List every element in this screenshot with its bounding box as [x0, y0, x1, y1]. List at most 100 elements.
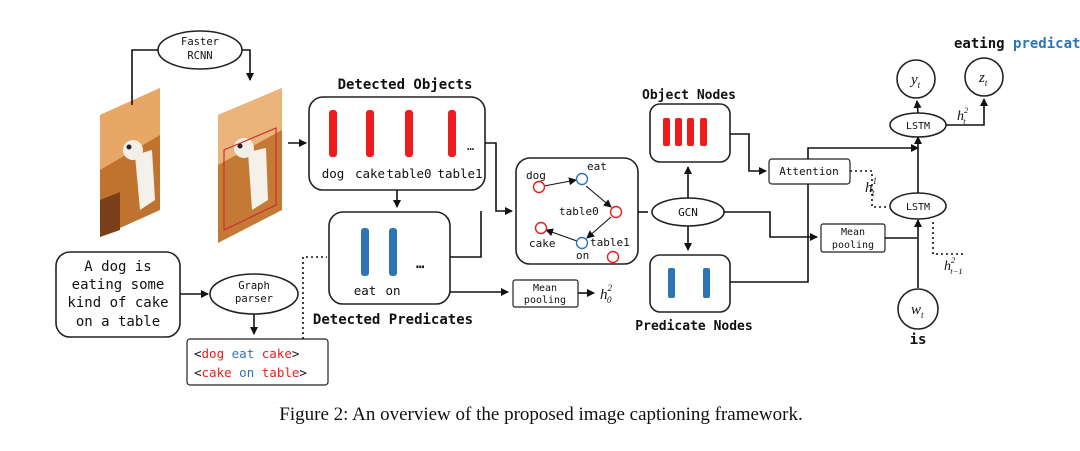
- triplet-1: <dog eat cake>: [194, 346, 299, 361]
- h1-sup: 1: [873, 176, 878, 186]
- h2prev-base: h: [944, 259, 951, 274]
- triplets-to-predicates-link: [302, 256, 327, 339]
- triplets-box: [186, 338, 329, 386]
- figure-caption: Figure 2: An overview of the proposed im…: [279, 404, 802, 425]
- lstm-top-label: LSTM: [906, 121, 930, 132]
- w-input-label: wt: [911, 302, 924, 320]
- input-image: [100, 88, 160, 237]
- graph-parser-label-2: parser: [235, 293, 273, 305]
- object-bar-cake: [366, 110, 374, 157]
- h2t-sup: 2: [964, 105, 969, 115]
- caption-line-3: kind of cake: [67, 295, 168, 311]
- scene-graph-edges: [543, 177, 612, 242]
- graph-label-table1: table1: [590, 236, 630, 249]
- object-node-bar-3: [687, 118, 694, 146]
- object-bar-table1: [448, 110, 456, 157]
- y-sub: t: [918, 80, 921, 90]
- predicate-node-bar-2: [703, 268, 710, 298]
- lstm-to-z-arrow: [946, 98, 988, 126]
- predicate-nodes-title: Predicate Nodes: [635, 319, 752, 334]
- triplet-1-open: <: [194, 346, 202, 361]
- output-type: predicate: [1013, 36, 1080, 52]
- output-word: eating: [954, 36, 1005, 52]
- graph-node-on: [575, 236, 589, 250]
- graph-node-table0: [609, 205, 623, 219]
- graph-label-on: on: [576, 249, 589, 262]
- predicate-label-on: on: [385, 283, 400, 298]
- triplet-2-subject: cake: [202, 365, 232, 380]
- triplet-2-object: table: [262, 365, 300, 380]
- predicate-label-eat: eat: [354, 283, 377, 298]
- attention-label: Attention: [779, 165, 839, 178]
- mean-pooling-top-label-2: pooling: [832, 240, 874, 251]
- object-node-bars: [663, 118, 707, 146]
- w-base: w: [911, 302, 921, 318]
- predicate-bar-on: [389, 228, 397, 276]
- caption-line-4: on a table: [76, 314, 160, 330]
- object-label-cake: cake: [355, 166, 385, 181]
- attention-lstm-dotted: [850, 170, 889, 208]
- h2prev-link: [932, 220, 963, 255]
- triplet-2-predicate: on: [239, 365, 254, 380]
- caption-line-1: A dog is: [84, 259, 151, 275]
- h2t-base: h: [957, 109, 964, 124]
- graph-node-eat: [575, 172, 589, 186]
- h0-sub: 0: [607, 295, 612, 305]
- graph-node-table1: [606, 250, 620, 264]
- graph-parser-label-1: Graph: [238, 280, 270, 292]
- triplet-1-predicate: eat: [232, 346, 255, 361]
- object-label-table0: table0: [386, 166, 431, 181]
- lstm-bottom-label: LSTM: [906, 202, 930, 213]
- object-nodes-title: Object Nodes: [642, 88, 736, 103]
- predicate-node-bars: [668, 268, 710, 298]
- h2prev-sup: 2: [951, 255, 956, 265]
- h2t-sub: t: [963, 116, 966, 126]
- graph-label-table0: table0: [559, 205, 599, 218]
- triplet-2: <cake on table>: [194, 365, 307, 380]
- z-sub: t: [985, 78, 988, 88]
- z-output-node: [964, 57, 1004, 97]
- caption-line-2: eating some: [72, 277, 165, 293]
- detected-image: [218, 88, 282, 243]
- object-label-table1: table1: [437, 166, 482, 181]
- mean-pooling-bottom-label-1: Mean: [533, 283, 557, 294]
- object-node-bar-2: [675, 118, 682, 146]
- z-base: z: [978, 70, 985, 86]
- h1-sub: t: [872, 188, 875, 198]
- h0-sup: 2: [608, 283, 613, 293]
- attention-to-lstm-arrow: [807, 144, 919, 159]
- object-bar-dog: [329, 110, 337, 157]
- predicates-to-graph-line: [450, 211, 482, 258]
- predicates-ellipsis: …: [416, 256, 425, 272]
- y-output-label: yt: [909, 72, 921, 90]
- input-word: is: [910, 332, 927, 348]
- predicate-bar-eat: [361, 228, 369, 276]
- mean-pooling-bottom-label-2: pooling: [524, 295, 566, 306]
- triplet-2-close: >: [299, 365, 307, 380]
- h2prev-sub: t−1: [950, 266, 962, 276]
- predicate-node-bar-1: [668, 268, 675, 298]
- triplet-1-close: >: [292, 346, 300, 361]
- object-bar-table0: [405, 110, 413, 157]
- object-label-dog: dog: [322, 166, 345, 181]
- predicate-bars: [361, 228, 397, 276]
- y-base: y: [909, 72, 918, 88]
- mean-pooling-top-label-1: Mean: [841, 227, 865, 238]
- object-bars: [329, 110, 456, 157]
- objects-ellipsis: …: [467, 139, 474, 153]
- faster-rcnn-label-1: Faster: [181, 36, 219, 48]
- graph-label-cake: cake: [529, 237, 556, 250]
- z-output-label: zt: [978, 70, 988, 88]
- detected-objects-title: Detected Objects: [338, 77, 473, 93]
- graph-node-cake: [534, 221, 548, 235]
- object-nodes-to-attention-arrow: [730, 133, 767, 175]
- gcn-to-pooling-arrow: [724, 211, 818, 241]
- rcnn-to-image-arrow: [242, 49, 254, 81]
- triplet-1-subject: dog: [202, 346, 225, 361]
- y-output-node: [896, 59, 936, 99]
- object-node-bar-1: [663, 118, 670, 146]
- graph-node-dog: [532, 180, 546, 194]
